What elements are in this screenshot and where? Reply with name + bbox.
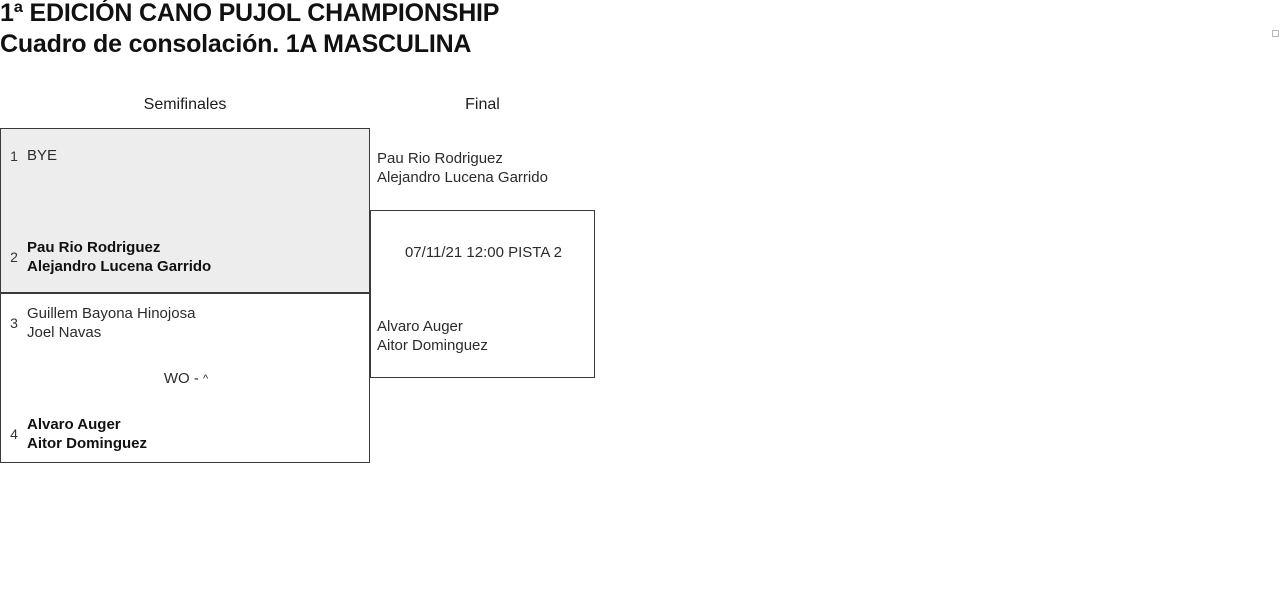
corner-marker-icon: [1272, 30, 1279, 37]
team-slot-seed-1[interactable]: 1 BYE: [1, 146, 57, 165]
team-players: Pau Rio Rodriguez Alejandro Lucena Garri…: [27, 238, 211, 276]
seed-number: 2: [10, 249, 18, 265]
player-name-1: Pau Rio Rodriguez: [27, 239, 161, 256]
team-players: BYE: [27, 146, 57, 165]
seed-number: 1: [10, 147, 18, 164]
title-line-2: Cuadro de consolación. 1A MASCULINA: [0, 30, 472, 58]
final-team-bottom[interactable]: Alvaro Auger Aitor Dominguez: [377, 317, 488, 355]
seed-number: 4: [10, 426, 18, 442]
match-schedule: 07/11/21 12:00 PISTA 2: [404, 244, 563, 261]
match-box-final[interactable]: 07/11/21 12:00 PISTA 2: [370, 210, 595, 378]
player-name-2: Aitor Dominguez: [27, 435, 147, 452]
match-box-semifinal-1[interactable]: 1 BYE 2 Pau Rio Rodriguez Alejandro Luce…: [0, 128, 370, 293]
team-slot-seed-2[interactable]: 2 Pau Rio Rodriguez Alejandro Lucena Gar…: [1, 238, 211, 276]
team-players: Alvaro Auger Aitor Dominguez: [27, 415, 147, 453]
player-name-2: Aitor Dominguez: [377, 337, 488, 354]
score-caret-icon: ^: [202, 373, 209, 385]
player-name-1: Pau Rio Rodriguez: [377, 150, 503, 167]
player-name-1: Alvaro Auger: [27, 416, 121, 433]
player-name-2: Alejandro Lucena Garrido: [27, 258, 212, 275]
player-name-2: Joel Navas: [27, 324, 102, 341]
team-players: Guillem Bayona Hinojosa Joel Navas: [27, 304, 195, 342]
match-box-semifinal-2[interactable]: 3 Guillem Bayona Hinojosa Joel Navas WO …: [0, 293, 370, 463]
player-name-2: Alejandro Lucena Garrido: [377, 169, 548, 186]
title-line-1: 1ª EDICIÓN CANO PUJOL CHAMPIONSHIP: [0, 0, 500, 27]
final-team-top[interactable]: Pau Rio Rodriguez Alejandro Lucena Garri…: [377, 149, 548, 187]
score-text: WO -: [163, 370, 203, 387]
team-slot-seed-4[interactable]: 4 Alvaro Auger Aitor Dominguez: [1, 415, 147, 453]
match-score: WO - ^: [1, 370, 371, 387]
player-name-1: Alvaro Auger: [377, 318, 463, 335]
player-name-1: Guillem Bayona Hinojosa: [27, 305, 196, 322]
round-header-final: Final: [465, 96, 500, 113]
round-header-semifinals: Semifinales: [143, 96, 227, 113]
player-name-1: BYE: [27, 147, 58, 164]
page-title: 1ª EDICIÓN CANO PUJOL CHAMPIONSHIP Cuadr…: [0, 0, 900, 60]
team-slot-seed-3[interactable]: 3 Guillem Bayona Hinojosa Joel Navas: [1, 304, 195, 342]
seed-number: 3: [10, 315, 18, 331]
